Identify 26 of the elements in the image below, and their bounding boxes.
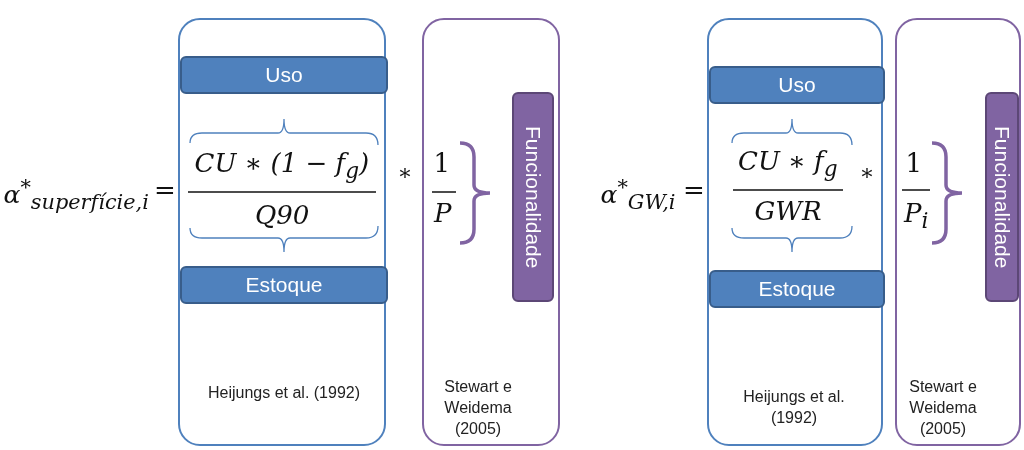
denominator: P (434, 198, 452, 228)
denominator: P$_{i}$ (904, 198, 929, 234)
citation-text: Heijungs et al. (1992) (742, 387, 846, 428)
label-bar: Uso (180, 56, 388, 94)
source-panel (895, 18, 1021, 446)
numerator: CU ∗ f$_{g}$ (738, 146, 838, 182)
equals-sign: = (154, 175, 176, 205)
numerator: 1 (905, 148, 923, 178)
source-panel (707, 18, 883, 446)
denominator: GWR (754, 196, 822, 226)
numerator: CU ∗ (1 − f$_{g}$) (194, 148, 370, 184)
citation-text: Stewart e Weidema (2005) (908, 377, 978, 439)
label-bar: Estoque (180, 266, 388, 304)
label-bar: Estoque (709, 270, 885, 308)
multiply-sign: ∗ (397, 160, 413, 185)
citation-text: Heijungs et al. (1992) (206, 383, 362, 403)
label-bar: Uso (709, 66, 885, 104)
numerator: 1 (433, 148, 451, 178)
citation-text: Stewart e Weidema (2005) (443, 377, 513, 439)
label-bar: Funcionalidade (512, 92, 554, 302)
multiply-sign: ∗ (859, 160, 875, 185)
source-panel (178, 18, 386, 446)
denominator: Q90 (255, 200, 310, 230)
source-panel (422, 18, 560, 446)
equals-sign: = (683, 175, 705, 205)
label-bar: Funcionalidade (985, 92, 1019, 302)
